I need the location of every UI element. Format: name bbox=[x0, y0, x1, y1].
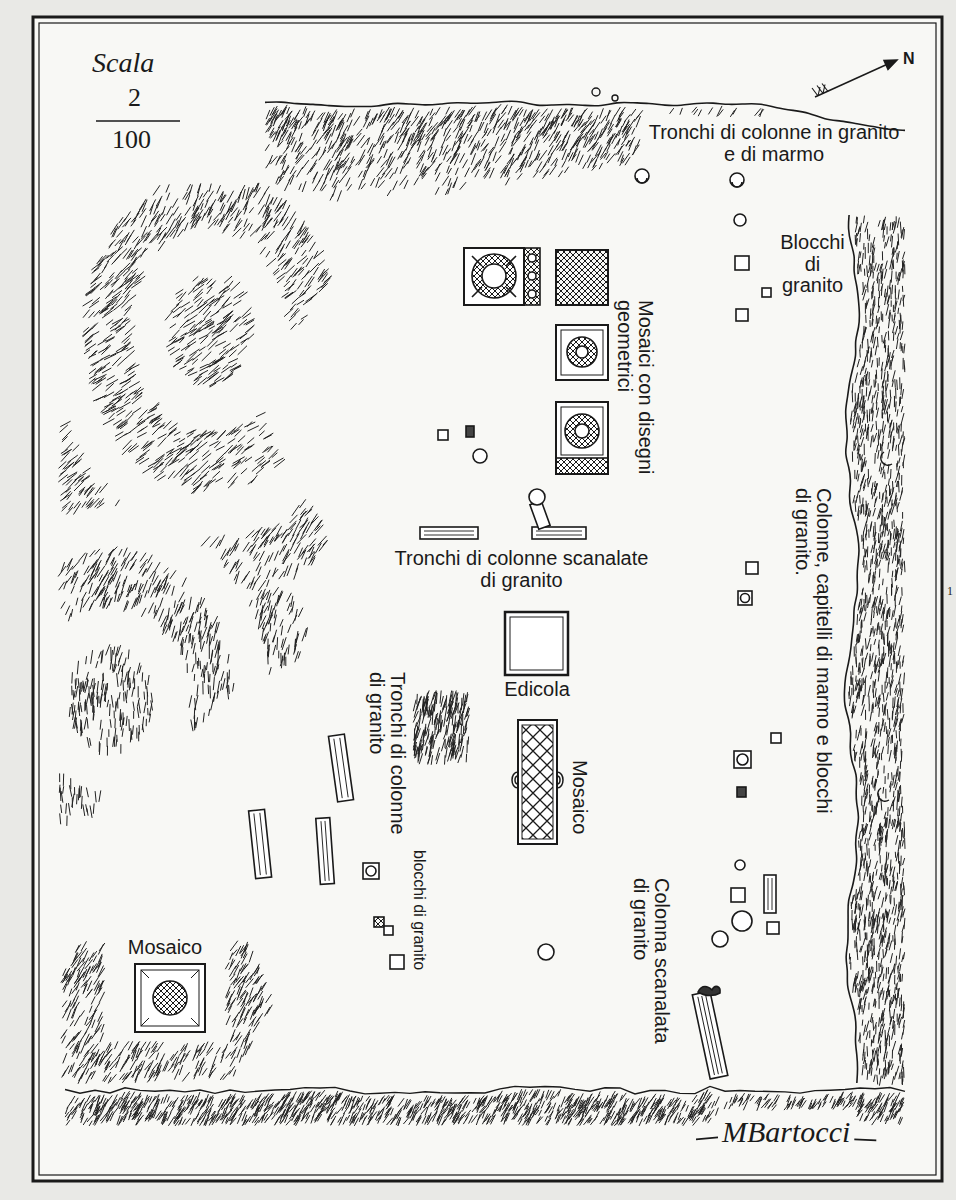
scale-label: Scala bbox=[92, 48, 154, 78]
area-label: Tronchi di colonne in granito e di marmo bbox=[645, 122, 903, 165]
scale-number: 2 bbox=[128, 84, 141, 112]
area-label: Mosaici con disegni geometrici bbox=[614, 300, 656, 485]
mosaic-outline bbox=[110, 958, 220, 1036]
edge-line bbox=[844, 215, 859, 1083]
area-label: Tronchi di colonne di granito bbox=[366, 672, 408, 844]
area-label: Colonna scanalata di granito bbox=[630, 878, 672, 1053]
mosaic-floor: Mosaico bbox=[110, 936, 220, 1036]
feature-label: Mosaico bbox=[569, 760, 591, 834]
frame bbox=[33, 17, 942, 1181]
page-number: 1 bbox=[947, 585, 953, 598]
hatch-strokes bbox=[58, 104, 905, 1126]
north-arrow bbox=[812, 60, 897, 97]
area-label: Blocchi di granito bbox=[775, 232, 850, 297]
feature-label: Mosaico bbox=[110, 936, 220, 958]
mosaic-floor: Mosaico bbox=[505, 716, 597, 848]
area-label: Colonne, capitelli di marmo e blocchi di… bbox=[792, 488, 834, 823]
feature-label: Edicola bbox=[500, 678, 574, 700]
terrain-hatching bbox=[58, 88, 905, 1140]
area-label: blocchi di granito bbox=[411, 850, 428, 970]
north-label: N bbox=[903, 50, 915, 67]
edge-line bbox=[65, 1086, 905, 1094]
scale-number: 100 bbox=[112, 126, 151, 154]
shrine-square: Edicola bbox=[500, 610, 574, 700]
area-label: Tronchi di colonne scanalate di granito bbox=[389, 548, 654, 591]
edicola-outline bbox=[500, 610, 574, 678]
rock-marks bbox=[592, 88, 892, 801]
scale-bar bbox=[96, 121, 180, 122]
site-features bbox=[249, 169, 781, 1079]
signature: MBartocci bbox=[722, 1116, 850, 1148]
